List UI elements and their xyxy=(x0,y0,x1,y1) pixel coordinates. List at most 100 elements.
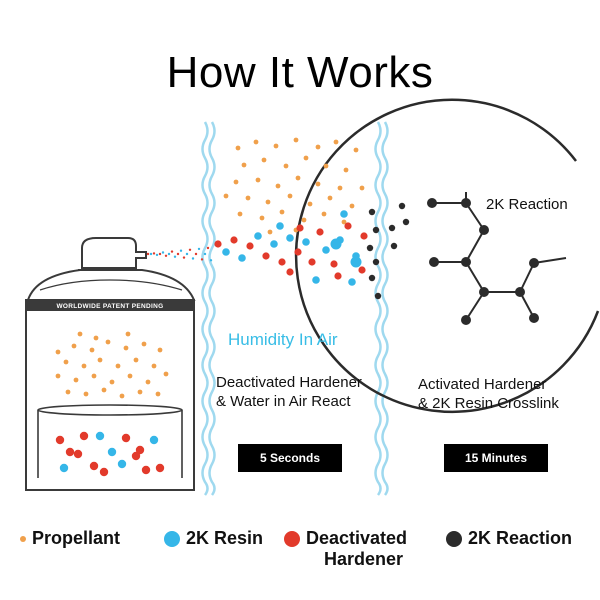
spray-particle xyxy=(191,257,195,260)
propellant-particle xyxy=(241,162,247,168)
propellant-particle xyxy=(141,341,147,347)
spray-particle xyxy=(194,252,198,256)
can-brand-text: WORLDWIDE PATENT PENDING xyxy=(57,303,164,310)
hardener-particle xyxy=(330,260,338,268)
resin-particle xyxy=(276,222,284,230)
molecule-node xyxy=(427,198,437,208)
propellant-particle xyxy=(91,373,97,379)
propellant-particle xyxy=(133,357,139,363)
propellant-particle xyxy=(55,373,61,379)
propellant-particle xyxy=(321,211,327,217)
spray-particle xyxy=(200,258,204,261)
spray-particle xyxy=(173,255,177,258)
legend-label-reaction: 2K Reaction xyxy=(468,528,573,548)
resin-particle xyxy=(302,238,310,246)
propellant-particle xyxy=(151,363,157,369)
propellant-particle xyxy=(341,219,347,225)
resin-particle xyxy=(348,278,356,286)
propellant-particle xyxy=(353,147,359,153)
propellant-particle xyxy=(233,179,239,185)
molecule-node xyxy=(479,225,489,235)
propellant-particle xyxy=(359,185,365,191)
reaction-particle xyxy=(398,202,406,210)
propellant-particle xyxy=(55,349,61,355)
propellant-particle xyxy=(293,137,299,143)
hardener-particle xyxy=(214,240,222,248)
propellant-particle xyxy=(101,387,107,393)
propellant-particle xyxy=(127,373,133,379)
propellant-particle xyxy=(267,229,273,235)
reaction-particle xyxy=(372,258,380,266)
hardener-particle xyxy=(296,224,304,232)
hardener-particle xyxy=(334,272,342,280)
resin-particle xyxy=(95,431,105,441)
propellant-particle xyxy=(137,389,143,395)
propellant-particle xyxy=(245,195,251,201)
hardener-particle xyxy=(79,431,89,441)
resin-particle xyxy=(270,240,278,248)
right-description-line1: Activated Hardener xyxy=(418,376,547,393)
propellant-particle xyxy=(81,363,87,369)
legend-label-hardener-line1: Deactivated xyxy=(306,528,408,548)
propellant-particle xyxy=(275,183,281,189)
hardener-particle xyxy=(308,258,316,266)
right-description: Activated Hardener & 2K Resin Crosslink xyxy=(418,375,559,413)
molecule-node xyxy=(461,257,471,267)
spray-particle xyxy=(176,252,180,256)
propellant-particle xyxy=(323,163,329,169)
reaction-label: 2K Reaction xyxy=(486,196,568,213)
propellant-particle xyxy=(301,217,307,223)
reaction-particle xyxy=(372,226,380,234)
propellant-particle xyxy=(73,377,79,383)
reaction-dot-icon xyxy=(446,531,462,548)
propellant-particle xyxy=(295,175,301,181)
resin-particle xyxy=(350,256,362,268)
reaction-particle xyxy=(390,242,398,250)
molecule-node xyxy=(529,258,539,268)
hardener-particle xyxy=(121,433,131,443)
molecule-node xyxy=(529,313,539,323)
legend-item-resin: 2K Resin xyxy=(164,528,263,549)
wave-line xyxy=(374,121,382,496)
propellant-particle xyxy=(315,144,321,150)
reaction-particle xyxy=(388,224,396,232)
hardener-particle xyxy=(286,268,294,276)
hardener-particle xyxy=(131,451,141,461)
hardener-particle xyxy=(262,252,270,260)
propellant-particle xyxy=(337,185,343,191)
molecule-node xyxy=(461,198,471,208)
propellant-particle xyxy=(83,391,89,397)
propellant-particle xyxy=(223,193,229,199)
propellant-particle xyxy=(333,139,339,145)
middle-description-line1: Deactivated Hardener xyxy=(216,374,362,391)
propellant-particle xyxy=(255,177,261,183)
legend-label-propellant: Propellant xyxy=(32,528,121,548)
propellant-particle xyxy=(93,335,99,341)
propellant-particle xyxy=(349,203,355,209)
legend-label-resin: 2K Resin xyxy=(186,528,264,548)
page-title: How It Works xyxy=(166,48,434,97)
hardener-particle xyxy=(73,449,83,459)
hardener-particle xyxy=(141,465,151,475)
resin-dot-icon xyxy=(164,531,180,548)
resin-particle xyxy=(117,459,127,469)
reaction-chamber-arc xyxy=(294,98,600,414)
spray-particle xyxy=(155,253,159,257)
hardener-particle xyxy=(89,461,99,471)
resin-particle xyxy=(286,234,294,242)
propellant-particle xyxy=(71,343,77,349)
resin-particle xyxy=(149,435,159,445)
wave-line xyxy=(201,121,209,496)
spray-particle xyxy=(158,252,162,256)
legend-item-hardener: Deactivated Hardener xyxy=(284,528,407,570)
propellant-particle xyxy=(237,211,243,217)
hardener-particle xyxy=(230,236,238,244)
spray-particle xyxy=(206,246,210,250)
propellant-particle xyxy=(119,393,125,399)
right-description-line2: & 2K Resin Crosslink xyxy=(418,395,559,412)
legend-item-reaction: 2K Reaction xyxy=(446,528,572,549)
propellant-particle xyxy=(265,199,271,205)
propellant-particle xyxy=(145,379,151,385)
propellant-particle xyxy=(97,357,103,363)
